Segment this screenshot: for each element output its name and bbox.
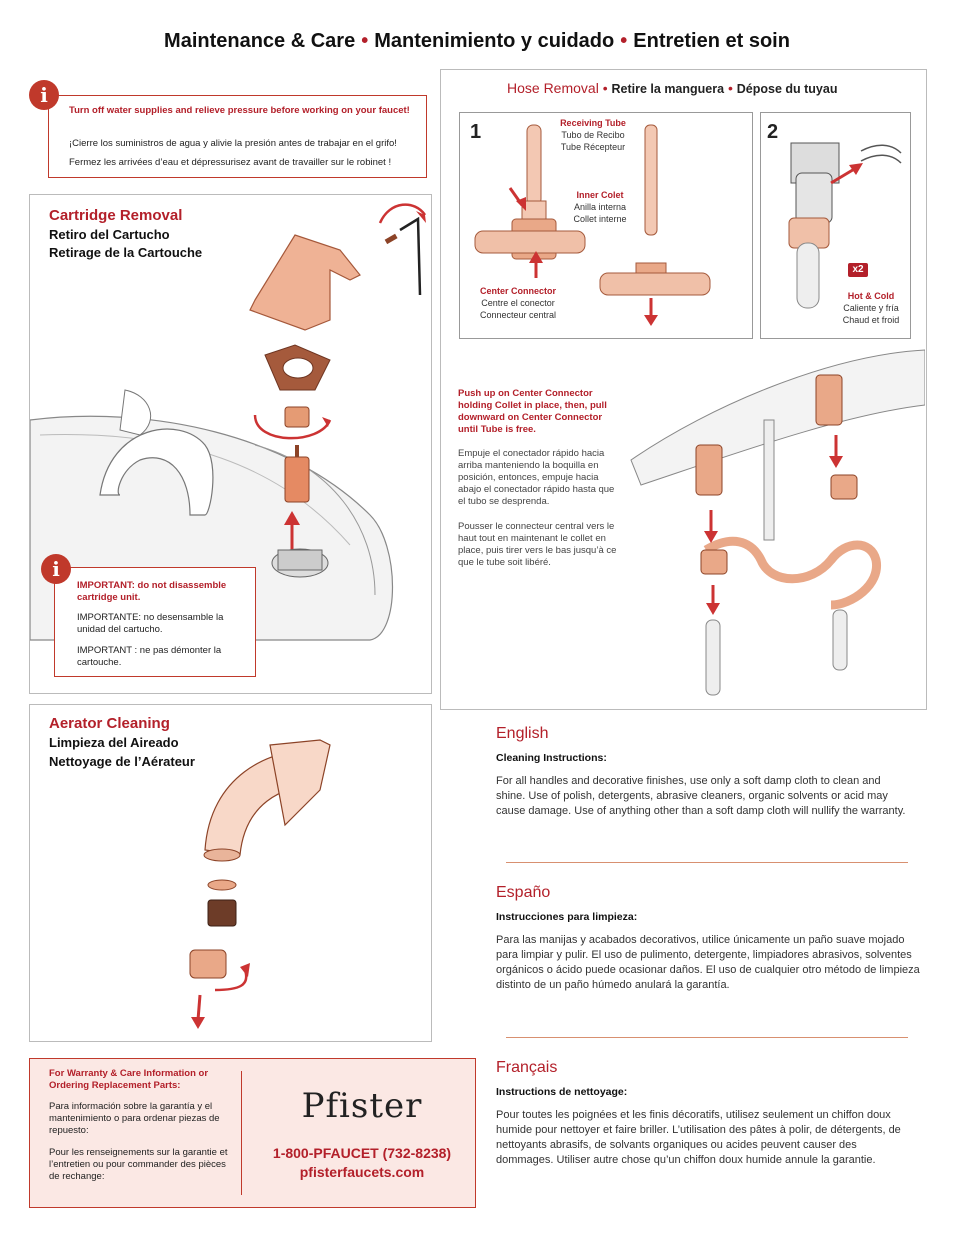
center-connector-es: Centre el conector (481, 298, 555, 308)
warranty-fr: Pour les renseignements sur la garantie … (49, 1147, 228, 1182)
important-es: IMPORTANTE: no desensamble la unidad del… (77, 612, 224, 635)
title-en: Maintenance & Care (164, 30, 356, 52)
important-fr: IMPORTANT : ne pas démonter la cartouche… (77, 645, 222, 668)
divider (506, 1037, 908, 1038)
hose-panel: Hose Removal • Retire la manguera • Dépo… (440, 69, 927, 710)
warranty-es: Para información sobre la garantía y el … (49, 1101, 220, 1136)
cartridge-illustration (30, 203, 427, 641)
receiving-tube-label: Receiving Tube Tubo de Recibo Tube Récep… (548, 117, 638, 153)
step1-box: 1 Receiving Tube Tubo de Recibo Tube Réc… (459, 112, 753, 339)
pfister-logo: Pfister (301, 1086, 423, 1126)
hose-sep: • (602, 80, 608, 96)
hose-sep: • (727, 80, 733, 96)
step1-number: 1 (470, 121, 482, 143)
aerator-fr: Nettoyage de l’Aérateur (49, 754, 195, 769)
spanish-heading: Españo (496, 884, 551, 901)
hot-cold-fr: Chaud et froid (842, 315, 900, 325)
page-title: Maintenance & Care•Mantenimiento y cuida… (0, 30, 954, 53)
x2-badge: x2 (852, 264, 864, 275)
title-sep: • (361, 30, 369, 52)
warning-es: ¡Cierre los suministros de agua y alivie… (69, 138, 397, 149)
info-icon: i (41, 554, 71, 584)
center-connector-en: Center Connector (479, 286, 556, 296)
hose-es: Retire la manguera (611, 82, 725, 96)
center-connector-label: Center Connector Centre el conector Conn… (464, 285, 572, 321)
receiving-tube-fr: Tube Récepteur (560, 142, 626, 152)
french-sub: Instructions de nettoyage: (496, 1086, 628, 1098)
aerator-illustration (189, 739, 331, 1029)
title-sep: • (620, 30, 628, 52)
spanish-sub: Instrucciones para limpieza: (496, 911, 638, 923)
important-en: IMPORTANT: do not disassemble cartridge … (77, 580, 227, 603)
push-note-fr: Pousser le connecteur central vers le ha… (458, 521, 617, 568)
english-body: For all handles and decorative finishes,… (496, 775, 906, 817)
english-heading: English (496, 725, 549, 742)
spanish-body: Para las manijas y acabados decorativos,… (496, 934, 920, 991)
cartridge-panel: Cartridge Removal Retiro del Cartucho Re… (29, 194, 432, 694)
divider (506, 862, 908, 863)
aerator-es: Limpieza del Aireado (49, 735, 179, 750)
english-sub: Cleaning Instructions: (496, 752, 607, 764)
hot-cold-es: Caliente y fría (843, 303, 899, 313)
warning-box: Turn off water supplies and relieve pres… (48, 95, 427, 178)
inner-colet-en: Inner Colet (576, 190, 624, 200)
title-fr: Entretien et soin (633, 30, 790, 52)
hot-cold-label: Hot & Cold Caliente y fría Chaud et froi… (836, 290, 906, 326)
step1-illustration (474, 124, 711, 326)
push-note-es: Empuje el conectador rápido hacia arriba… (458, 448, 615, 507)
french-heading: Français (496, 1059, 558, 1076)
receiving-tube-es: Tubo de Recibo (561, 130, 625, 140)
warranty-phone: 1-800-PFAUCET (732-8238) (272, 1145, 452, 1161)
hot-cold-en: Hot & Cold (847, 291, 895, 301)
aerator-heading: Aerator Cleaning (49, 715, 170, 732)
title-es: Mantenimiento y cuidado (374, 30, 615, 52)
inner-colet-es: Anilla interna (573, 202, 627, 212)
warning-fr: Fermez les arrivées d’eau et dépressuris… (69, 157, 392, 168)
step2-illustration (788, 142, 902, 309)
cartridge-es: Retiro del Cartucho (49, 227, 170, 242)
cartridge-fr: Retirage de la Cartouche (49, 245, 203, 260)
warning-en: Turn off water supplies and relieve pres… (69, 105, 410, 116)
french-body: Pour toutes les poignées et les finis dé… (496, 1109, 901, 1166)
hose-en: Hose Removal (507, 80, 599, 96)
inner-colet-label: Inner Colet Anilla interna Collet intern… (560, 189, 640, 225)
warranty-website[interactable]: pfisterfaucets.com (299, 1164, 425, 1180)
warranty-divider (241, 1071, 242, 1195)
push-note-en: Push up on Center Connector holding Coll… (458, 388, 607, 435)
hose-fr: Dépose du tuyau (736, 82, 838, 96)
step2-number: 2 (767, 121, 779, 143)
center-connector-fr: Connecteur central (479, 310, 557, 320)
cartridge-heading: Cartridge Removal (49, 207, 183, 224)
step2-box: 2 x2 Hot & Cold Caliente y fría Chaud et… (760, 112, 911, 339)
underside-illustration (630, 349, 925, 696)
receiving-tube-en: Receiving Tube (560, 118, 626, 128)
aerator-panel: Aerator Cleaning Limpieza del Aireado Ne… (29, 704, 432, 1042)
warranty-en: For Warranty & Care Information or Order… (49, 1068, 209, 1091)
hose-heading: Hose Removal • Retire la manguera • Dépo… (507, 80, 837, 96)
warranty-box: For Warranty & Care Information or Order… (29, 1058, 476, 1208)
important-box: IMPORTANT: do not disassemble cartridge … (54, 567, 256, 677)
inner-colet-fr: Collet interne (573, 214, 627, 224)
